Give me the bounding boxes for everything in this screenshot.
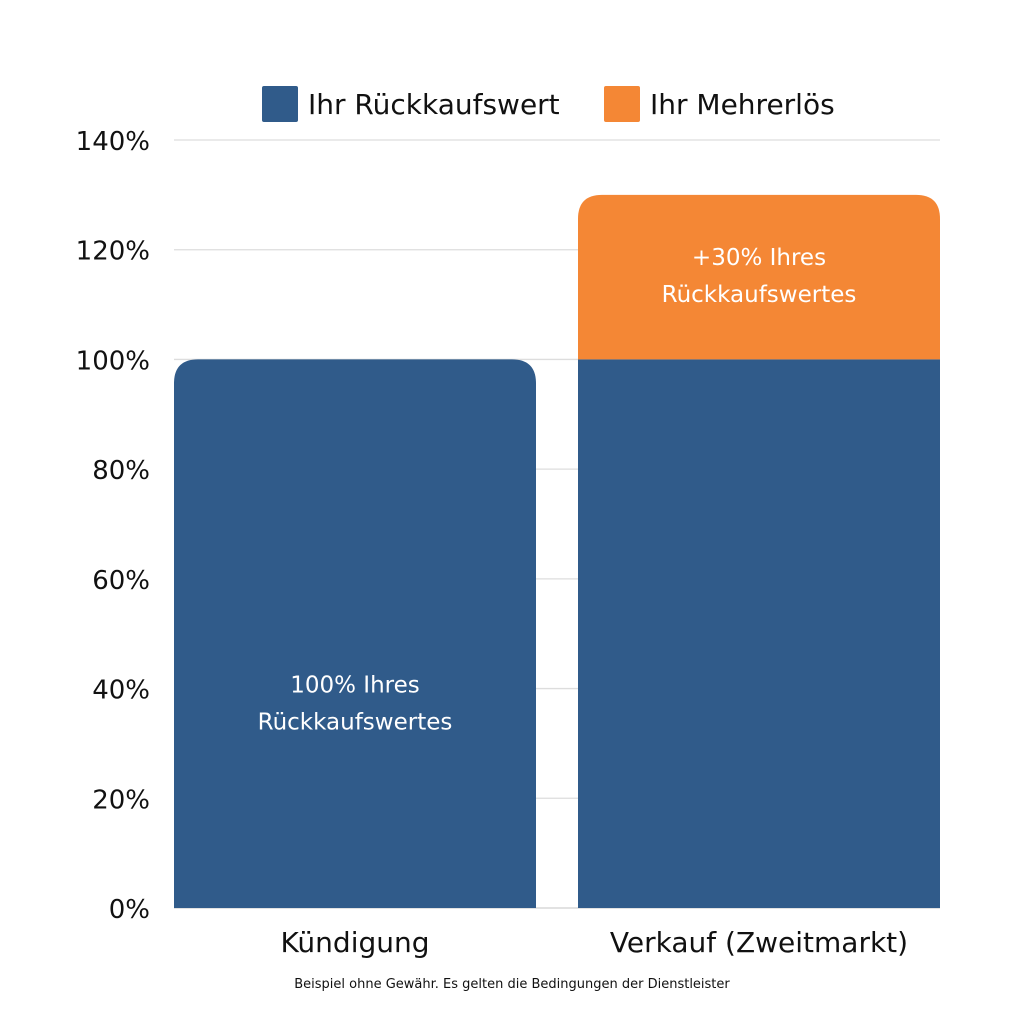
y-tick-label: 140% [76, 127, 150, 157]
legend: Ihr Rückkaufswert Ihr Mehrerlös [262, 86, 835, 122]
y-axis-ticks: 0% 20% 40% 60% 80% 100% 120% 140% [76, 127, 150, 925]
x-tick-label: Kündigung [280, 926, 429, 959]
x-axis-ticks: Kündigung Verkauf (Zweitmarkt) [280, 926, 908, 959]
bar-rueckkaufswert [174, 359, 536, 908]
y-tick-label: 60% [92, 566, 150, 596]
legend-label: Ihr Rückkaufswert [308, 88, 560, 121]
y-tick-label: 40% [92, 676, 150, 706]
footnote: Beispiel ohne Gewähr. Es gelten die Bedi… [294, 977, 730, 992]
y-tick-label: 100% [76, 346, 150, 376]
bar-mehrerloes [578, 194, 940, 360]
y-tick-label: 0% [109, 895, 150, 925]
y-tick-label: 80% [92, 456, 150, 486]
bars [174, 194, 940, 908]
y-tick-label: 120% [76, 237, 150, 267]
legend-swatch [604, 86, 640, 122]
bar-rueckkaufswert [578, 359, 940, 908]
y-tick-label: 20% [92, 785, 150, 815]
x-tick-label: Verkauf (Zweitmarkt) [610, 926, 908, 959]
legend-label: Ihr Mehrerlös [650, 88, 835, 121]
legend-swatch [262, 86, 298, 122]
